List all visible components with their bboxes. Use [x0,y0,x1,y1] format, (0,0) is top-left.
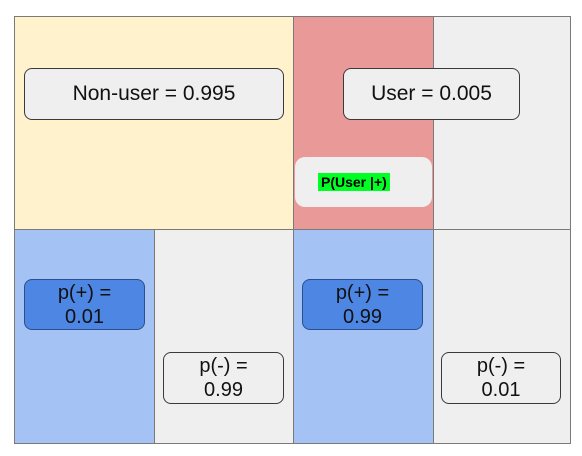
non-user-region [14,16,294,230]
non-user-negative-label: p(-) = 0.99 [163,352,284,404]
posterior-label: P(User |+) [318,173,390,191]
user-positive-label: p(+) = 0.99 [302,279,423,330]
non-user-positive-region [14,229,155,444]
non-user-label: Non-user = 0.995 [24,68,284,120]
non-user-positive-label: p(+) = 0.01 [24,279,145,330]
non-user-negative-region [154,229,294,444]
user-negative-label: p(-) = 0.01 [441,352,561,404]
user-negative-region [433,229,571,444]
top-right-empty-region [433,16,571,230]
user-label: User = 0.005 [343,68,520,120]
probability-diagram: Non-user = 0.995 User = 0.005 P(User |+)… [14,16,571,444]
user-positive-region [293,229,434,444]
